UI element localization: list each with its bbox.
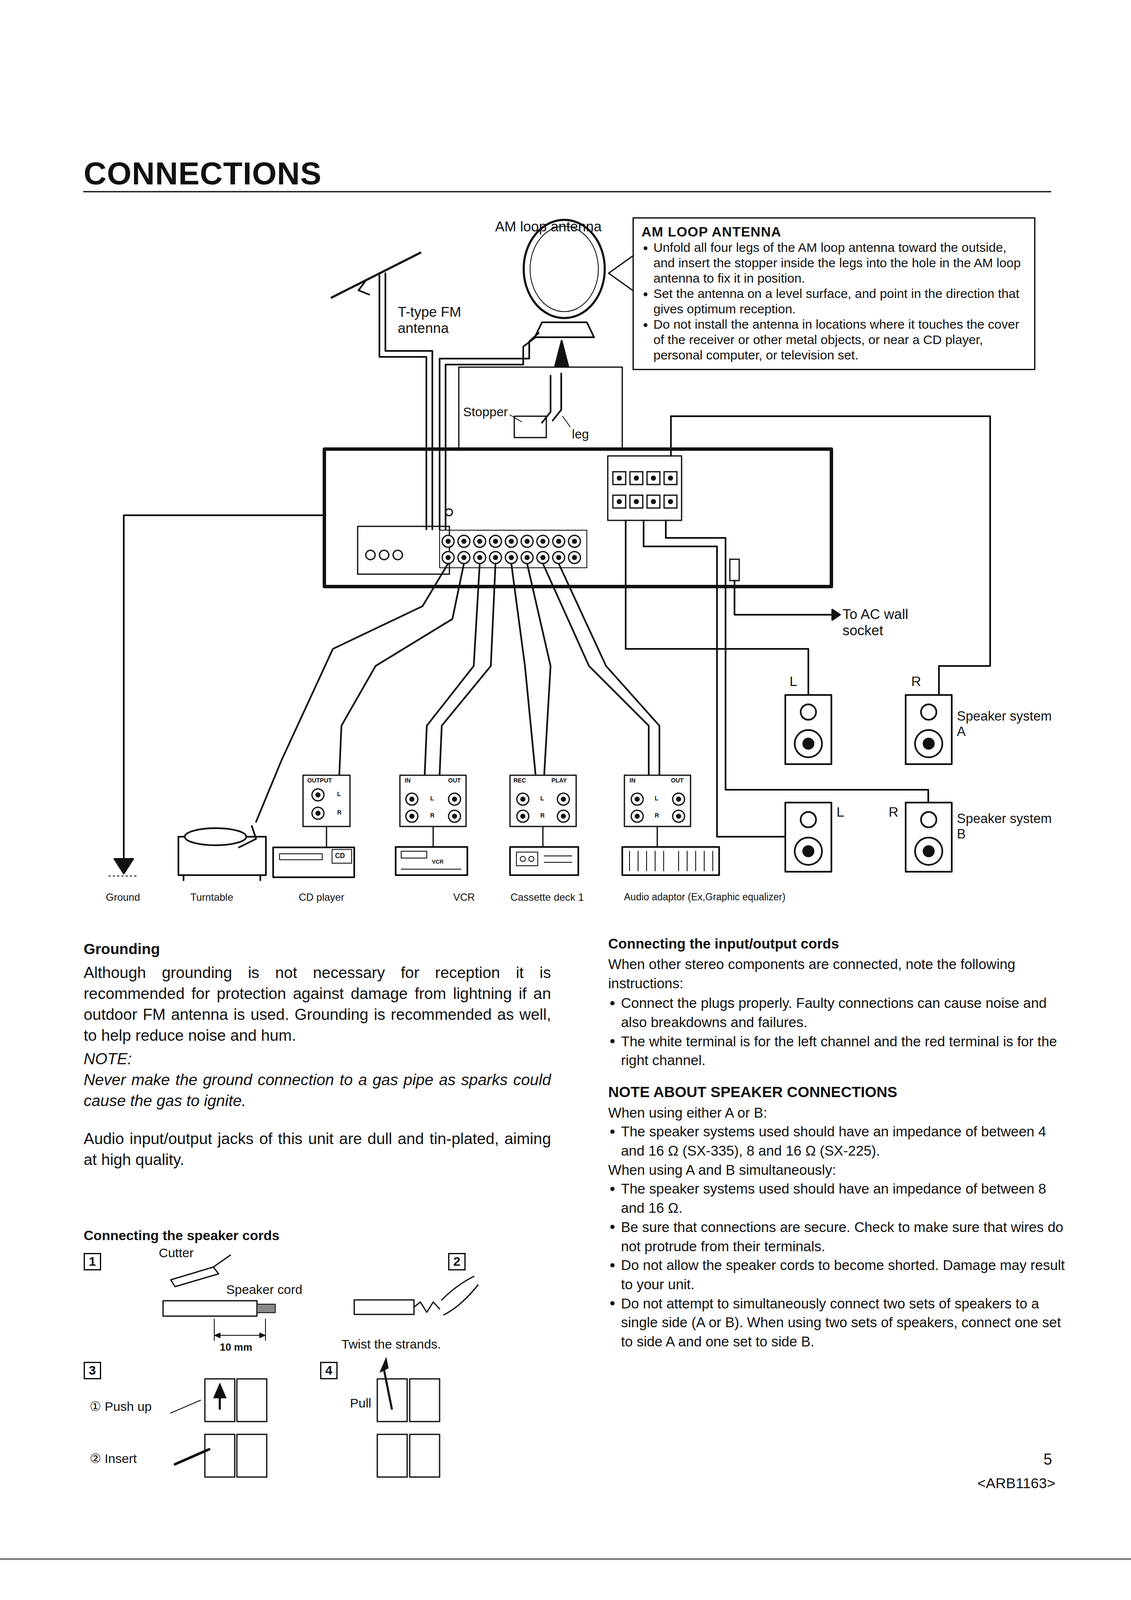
body-text: When using either A or B:: [608, 1103, 1070, 1123]
device-marking: VCR: [431, 858, 444, 866]
jack-label: L: [540, 794, 545, 802]
section-heading: Connecting the input/output cords: [608, 934, 1070, 954]
part-label: Cutter: [158, 1245, 194, 1261]
part-label: Speaker cord: [226, 1282, 303, 1298]
body-text: When other stereo components are connect…: [608, 954, 1070, 993]
bullet-text: The speaker systems used should have an …: [608, 1179, 1070, 1218]
channel-label: L: [836, 804, 845, 820]
bullet-text: The white terminal is for the left chann…: [608, 1031, 1070, 1070]
jack-label: L: [337, 790, 342, 798]
callout-bullet: Do not install the antenna in locations …: [641, 316, 1027, 363]
page-title: CONNECTIONS: [83, 155, 322, 192]
callout-heading: AM LOOP ANTENNA: [641, 223, 1027, 240]
device-label: VCR: [453, 891, 476, 904]
part-label: To AC wall socket: [842, 606, 918, 639]
text-column: Connecting the input/output cordsWhen ot…: [608, 934, 1070, 1352]
device-label: Cassette deck 1: [510, 891, 584, 904]
bullet-text: The speaker systems used should have an …: [608, 1122, 1070, 1161]
note-text: Never make the ground connection to a ga…: [83, 1069, 551, 1111]
step-number: 2: [448, 1252, 466, 1271]
bullet-text: Do not attempt to simultaneously connect…: [608, 1294, 1070, 1352]
channel-label: R: [888, 804, 899, 820]
jack-label: PLAY: [551, 776, 567, 784]
jack-set: [311, 471, 685, 823]
callout-bullet: Set the antenna on a level surface, and …: [641, 285, 1027, 317]
step-number: 3: [83, 1361, 102, 1379]
instruction-label: ② Insert: [89, 1451, 137, 1467]
bullet-dot: [610, 1300, 615, 1306]
dimension-label: 10 mm: [219, 1340, 253, 1353]
jack-label: R: [337, 808, 342, 816]
text-column: GroundingAlthough grounding is not neces…: [83, 938, 551, 1170]
part-label: leg: [571, 426, 589, 442]
speaker-label: Speaker system B: [956, 810, 1060, 842]
jack-label: L: [430, 794, 435, 802]
bullet-text: Be sure that connections are secure. Che…: [608, 1217, 1070, 1256]
bullet-dot: [610, 1186, 615, 1191]
body-text: Audio input/output jacks of this unit ar…: [83, 1128, 551, 1170]
jack-label: OUTPUT: [307, 776, 333, 784]
note-label: NOTE:: [83, 1048, 551, 1070]
bullet-dot: [610, 1224, 615, 1229]
bullet-dot: [610, 1129, 615, 1134]
callout-bullet: Unfold all four legs of the AM loop ante…: [641, 239, 1027, 286]
device-label: Audio adaptor (Ex,Graphic equalizer): [623, 891, 786, 903]
jack-label: OUT: [670, 776, 684, 784]
part-label: T-type FM antenna: [397, 303, 484, 337]
jack-label: L: [654, 794, 659, 802]
bullet-dot: [643, 323, 648, 327]
jack-label: R: [540, 811, 545, 819]
jack-label: R: [654, 811, 659, 819]
device-label: Turntable: [190, 891, 234, 904]
instruction-label: Pull: [349, 1395, 372, 1411]
document-code: <ARB1163>: [977, 1474, 1056, 1492]
bullet-dot: [610, 1262, 615, 1268]
line-art: [0, 191, 1131, 1559]
step-number: 4: [320, 1361, 338, 1379]
bullet-dot: [610, 1000, 615, 1006]
step-number: 1: [83, 1252, 102, 1271]
callout-box: AM LOOP ANTENNAUnfold all four legs of t…: [632, 217, 1036, 371]
body-text: When using A and B simultaneously:: [608, 1160, 1070, 1180]
bullet-dot: [643, 292, 648, 297]
instruction-label: ① Push up: [89, 1399, 152, 1414]
channel-label: L: [789, 673, 798, 690]
jack-label: OUT: [448, 776, 461, 784]
section-heading: Connecting the speaker cords: [83, 1227, 280, 1244]
jack-label: IN: [629, 776, 636, 784]
bullet-text: Do not allow the speaker cords to become…: [608, 1255, 1070, 1294]
jack-label: IN: [404, 776, 411, 784]
part-label: Stopper: [463, 404, 508, 420]
jack-label: R: [430, 811, 435, 819]
bullet-dot: [610, 1038, 615, 1044]
device-label: CD player: [298, 891, 345, 904]
device-marking: CD: [335, 851, 345, 860]
device-label: Ground: [105, 891, 140, 904]
jack-label: REC: [513, 776, 527, 784]
channel-label: R: [911, 673, 922, 690]
instruction-label: Twist the strands.: [341, 1336, 441, 1352]
part-label: AM loop antenna: [495, 218, 602, 235]
section-heading: NOTE ABOUT SPEAKER CONNECTIONS: [608, 1081, 1070, 1102]
section-heading: Grounding: [83, 938, 551, 959]
bullet-text: Connect the plugs properly. Faulty conne…: [608, 993, 1070, 1032]
bullet-dot: [643, 246, 648, 251]
speaker-label: Speaker system A: [956, 708, 1060, 739]
page-number: 5: [1043, 1450, 1053, 1468]
body-text: Although grounding is not necessary for …: [83, 961, 551, 1046]
